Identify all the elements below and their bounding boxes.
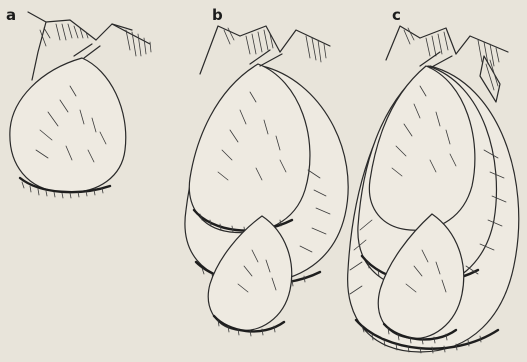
panel-a-flake-scar xyxy=(10,58,126,192)
panel-c: c xyxy=(348,6,519,353)
panel-b: b xyxy=(185,6,348,336)
panel-label-b: b xyxy=(212,6,223,24)
panel-label-a: a xyxy=(6,6,16,24)
panel-a: a xyxy=(6,6,151,198)
panel-label-c: c xyxy=(392,6,401,24)
